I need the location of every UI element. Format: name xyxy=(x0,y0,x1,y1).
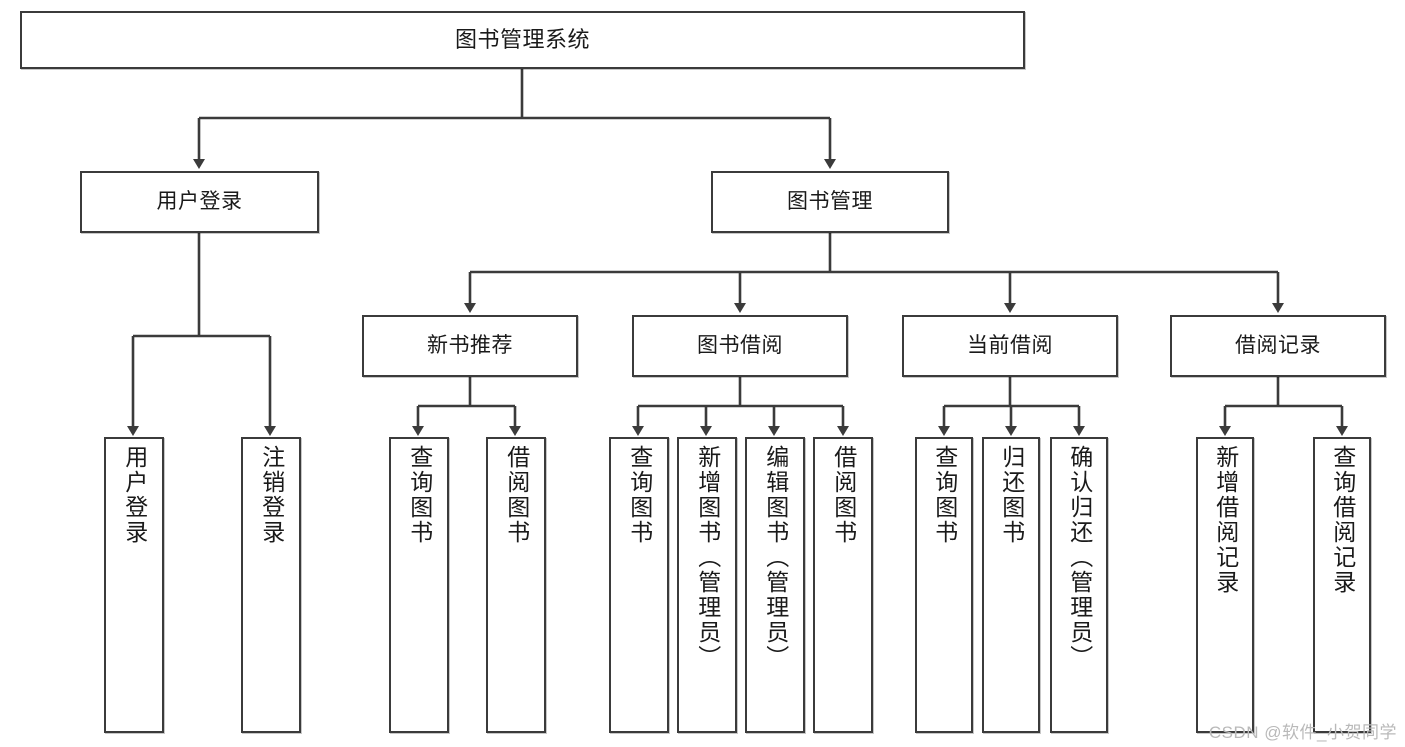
node-label: 图书管理 xyxy=(787,189,873,213)
leaf-borrow-query-book[interactable]: 查询图书 xyxy=(609,437,669,733)
node-current-borrow[interactable]: 当前借阅 xyxy=(902,315,1118,377)
leaf-record-add-record[interactable]: 新增借阅记录 xyxy=(1196,437,1254,733)
leaf-user-login-signin[interactable]: 用户登录 xyxy=(104,437,164,733)
leaf-new-book-query[interactable]: 查询图书 xyxy=(389,437,449,733)
watermark-text: CSDN @软件_小贺同学 xyxy=(1208,723,1397,742)
node-label: 借阅图书 xyxy=(503,445,530,545)
leaf-borrow-borrow-book[interactable]: 借阅图书 xyxy=(813,437,873,733)
node-root-system[interactable]: 图书管理系统 xyxy=(20,11,1025,69)
leaf-record-query-record[interactable]: 查询借阅记录 xyxy=(1313,437,1371,733)
node-label: 编辑图书（管理员） xyxy=(762,445,789,670)
node-label: 新增图书（管理员） xyxy=(694,445,721,670)
node-label: 归还图书 xyxy=(998,445,1025,545)
node-label: 借阅记录 xyxy=(1235,333,1321,357)
node-label: 查询图书 xyxy=(626,445,653,545)
node-book-borrow[interactable]: 图书借阅 xyxy=(632,315,848,377)
node-label: 注销登录 xyxy=(258,445,285,545)
node-label: 查询图书 xyxy=(406,445,433,545)
node-label: 新书推荐 xyxy=(427,333,513,357)
node-label: 用户登录 xyxy=(121,445,148,545)
node-label: 查询图书 xyxy=(931,445,958,545)
leaf-new-book-borrow[interactable]: 借阅图书 xyxy=(486,437,546,733)
leaf-current-query-book[interactable]: 查询图书 xyxy=(915,437,973,733)
node-borrow-record[interactable]: 借阅记录 xyxy=(1170,315,1386,377)
node-label: 新增借阅记录 xyxy=(1212,445,1239,595)
node-label: 当前借阅 xyxy=(967,333,1053,357)
node-label: 确认归还（管理员） xyxy=(1066,445,1093,670)
node-label: 借阅图书 xyxy=(830,445,857,545)
node-user-login[interactable]: 用户登录 xyxy=(80,171,319,233)
node-label: 查询借阅记录 xyxy=(1329,445,1356,595)
node-label: 图书借阅 xyxy=(697,333,783,357)
node-new-book-recommendation[interactable]: 新书推荐 xyxy=(362,315,578,377)
leaf-borrow-add-book-admin[interactable]: 新增图书（管理员） xyxy=(677,437,737,733)
leaf-user-login-signout[interactable]: 注销登录 xyxy=(241,437,301,733)
node-label: 图书管理系统 xyxy=(454,27,590,53)
leaf-borrow-edit-book-admin[interactable]: 编辑图书（管理员） xyxy=(745,437,805,733)
leaf-current-return-book[interactable]: 归还图书 xyxy=(982,437,1040,733)
node-label: 用户登录 xyxy=(156,189,243,213)
node-book-management[interactable]: 图书管理 xyxy=(711,171,949,233)
leaf-current-confirm-return-admin[interactable]: 确认归还（管理员） xyxy=(1050,437,1108,733)
